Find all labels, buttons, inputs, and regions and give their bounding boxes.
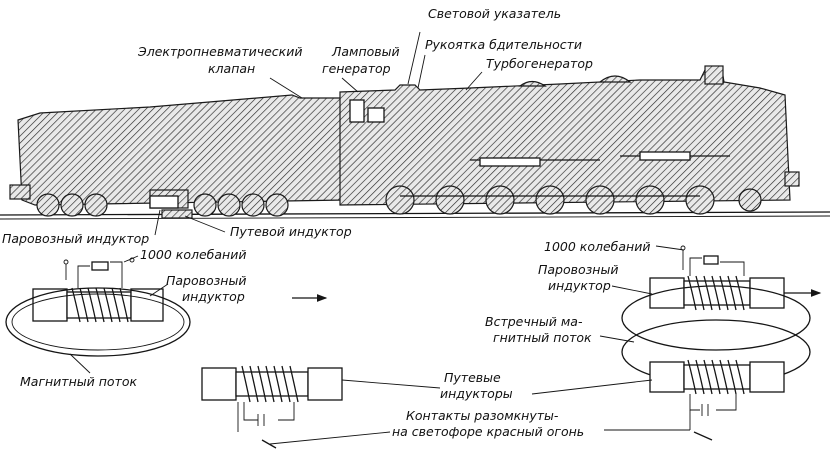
- locomotive-illustration: Электропневматический клапан Ламповый ге…: [0, 6, 831, 246]
- label-track-line2: индукторы: [440, 386, 513, 401]
- right-lower-coil: [687, 359, 745, 395]
- label-left-loco-line1: Паровозный: [166, 273, 246, 288]
- label-left-loco-line2: индуктор: [182, 289, 245, 304]
- rail-line-lower: [0, 215, 831, 220]
- label-magnetic-flux: Магнитный поток: [20, 374, 137, 389]
- label-vigilance-handle: Рукоятка бдительности: [425, 37, 582, 52]
- label-light-indicator: Световой указатель: [428, 6, 561, 21]
- rail-line: [0, 211, 831, 216]
- loco-inductor-box: [149, 195, 179, 209]
- label-track-inductor: Путевой индуктор: [230, 224, 352, 239]
- label-counter-line1: Встречный ма-: [485, 314, 583, 329]
- loco-leader-lines: [154, 31, 483, 236]
- left-flux-loop-outer: [5, 287, 191, 357]
- track-inductor-box: [161, 209, 193, 219]
- engine: [339, 65, 800, 215]
- label-valve-line1: Электропневматический: [137, 44, 302, 59]
- label-contacts-line2: на светофоре красный огонь: [392, 424, 584, 439]
- left-core-left-block: [32, 288, 68, 322]
- bottom-coil: [241, 365, 299, 403]
- left-core-right-block: [130, 288, 164, 322]
- label-lamp-gen-line1: Ламповый: [331, 44, 400, 59]
- right-flux-loop-upper: [621, 285, 811, 351]
- label-valve-line2: клапан: [208, 61, 255, 76]
- label-track-line1: Путевые: [444, 370, 501, 385]
- label-right-loco-line2: индуктор: [548, 278, 611, 293]
- label-lamp-gen-line2: генератор: [322, 61, 391, 76]
- left-inductor-schematic: 1000 колебаний Паровозный индуктор Магни…: [5, 247, 246, 389]
- label-loco-inductor: Паровозный индуктор: [2, 231, 149, 246]
- left-coil: [71, 287, 129, 323]
- label-left-freq: 1000 колебаний: [140, 247, 246, 262]
- right-upper-coil: [687, 275, 745, 311]
- bottom-track-inductor: [201, 365, 441, 449]
- label-counter-line2: гнитный поток: [493, 330, 592, 345]
- right-inductor-schematic: 1000 колебаний Паровозный индуктор Встре…: [485, 239, 822, 441]
- label-right-loco-line1: Паровозный: [538, 262, 618, 277]
- left-flux-loop-inner: [11, 293, 185, 351]
- label-right-freq: 1000 колебаний: [544, 239, 650, 254]
- left-generator-symbol: [91, 261, 109, 271]
- label-contacts-line1: Контакты разомкнуты-: [406, 408, 559, 423]
- label-turbogenerator: Турбогенератор: [486, 56, 593, 71]
